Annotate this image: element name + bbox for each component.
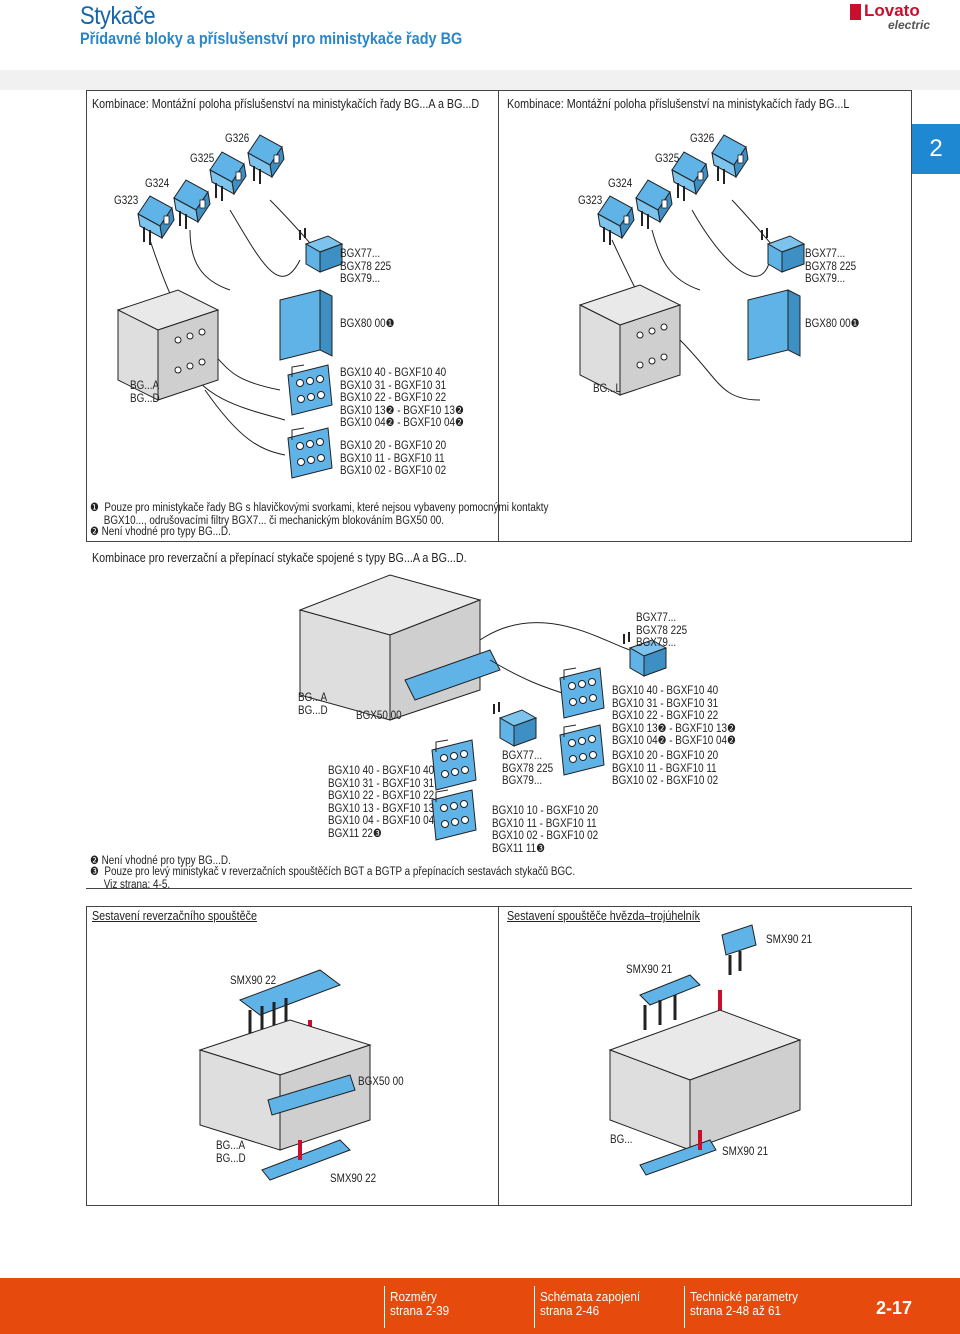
diagram-top-left — [117, 134, 343, 479]
label-aux-right-bottom: BGX10 20 - BGXF10 20 BGX10 11 - BGXF10 1… — [612, 750, 719, 787]
label-bgx77-mid: BGX77... BGX78 225 BGX79... — [636, 612, 688, 649]
page-number: 2-17 — [876, 1298, 913, 1318]
frame-bottom-right — [499, 906, 912, 1206]
footer-divider — [534, 1286, 536, 1328]
label-bgx80-r: BGX80 00❶ — [805, 318, 860, 330]
label-g323-r: G323 — [578, 195, 603, 207]
frame-top-right — [499, 90, 912, 542]
label-aux-left: BGX10 40 - BGXF10 40 BGX10 31 - BGXF10 3… — [328, 765, 435, 840]
label-bgx77: BGX77... BGX78 225 BGX79... — [340, 248, 392, 285]
label-aux-bottom: BGX10 20 - BGXF10 20 BGX10 11 - BGXF10 1… — [340, 440, 447, 477]
lovato-logo: Lovato electric — [850, 1, 948, 34]
frame-bottom-left — [86, 906, 499, 1206]
label-smx22-bottom: SMX90 22 — [330, 1173, 377, 1185]
label-g323: G323 — [114, 195, 139, 207]
heading-top-right: Kombinace: Montážní poloha příslušenství… — [507, 97, 850, 111]
label-bg-model-mid: BG...A BG...D — [298, 692, 328, 717]
label-bg-model-r: BG...L — [593, 383, 622, 395]
page-title: Stykače — [80, 2, 156, 30]
label-bgx50-bl: BGX50 00 — [358, 1076, 404, 1088]
label-aux-top: BGX10 40 - BGXF10 40 BGX10 31 - BGXF10 3… — [340, 367, 464, 429]
note-1: ❶ Pouze pro ministykače řady BG s hlavič… — [90, 502, 549, 527]
label-bg-model: BG...A BG...D — [130, 380, 160, 405]
label-bgx77-mid-b: BGX77... BGX78 225 BGX79... — [502, 750, 554, 787]
diagram-bottom-right — [608, 924, 802, 1176]
chapter-tab: 2 — [912, 124, 960, 174]
page-subtitle: Přídavné bloky a příslušenství pro minis… — [80, 29, 463, 48]
label-bg-model-br: BG... — [610, 1134, 633, 1146]
label-bgx50-mid: BGX50 00 — [356, 710, 402, 722]
label-g326: G326 — [225, 133, 250, 145]
diagram-middle — [298, 574, 667, 841]
label-g324-r: G324 — [608, 178, 633, 190]
label-bgx80: BGX80 00❶ — [340, 318, 395, 330]
frame-top-left — [86, 90, 499, 542]
label-g326-r: G326 — [690, 133, 715, 145]
header-band — [0, 70, 960, 90]
label-g325: G325 — [190, 153, 215, 165]
label-smx21-bottom: SMX90 21 — [722, 1146, 769, 1158]
note-2-mid: ❷ Není vhodné pro typy BG...D. — [90, 855, 231, 867]
label-aux-center: BGX10 10 - BGXF10 20 BGX10 11 - BGXF10 1… — [492, 805, 599, 855]
footer-divider — [384, 1286, 386, 1328]
label-g324: G324 — [145, 178, 170, 190]
heading-top-left: Kombinace: Montážní poloha příslušenství… — [92, 97, 480, 111]
divider-line — [86, 888, 912, 889]
label-g325-r: G325 — [655, 153, 680, 165]
diagram-bottom-left — [198, 969, 372, 1181]
label-smx21-top: SMX90 21 — [766, 934, 813, 946]
heading-middle: Kombinace pro reverzační a přepínací sty… — [92, 551, 467, 565]
label-bgx77-r: BGX77... BGX78 225 BGX79... — [805, 248, 857, 285]
label-aux-right-top: BGX10 40 - BGXF10 40 BGX10 31 - BGXF10 3… — [612, 685, 736, 747]
footer-divider — [684, 1286, 686, 1328]
note-2: ❷ Není vhodné pro typy BG...D. — [90, 526, 231, 538]
heading-bottom-right: Sestavení spouštěče hvězda–trojúhelník — [507, 909, 701, 923]
heading-bottom-left: Sestavení reverzačního spouštěče — [92, 909, 257, 923]
footer-bar — [0, 1278, 960, 1334]
diagram-top-right — [579, 134, 805, 401]
label-smx22-top: SMX90 22 — [230, 975, 277, 987]
label-smx21-mid: SMX90 21 — [626, 964, 673, 976]
label-bg-model-bl: BG...A BG...D — [216, 1140, 246, 1165]
note-3: ❸ Pouze pro levý ministykač v reverzační… — [90, 866, 576, 891]
